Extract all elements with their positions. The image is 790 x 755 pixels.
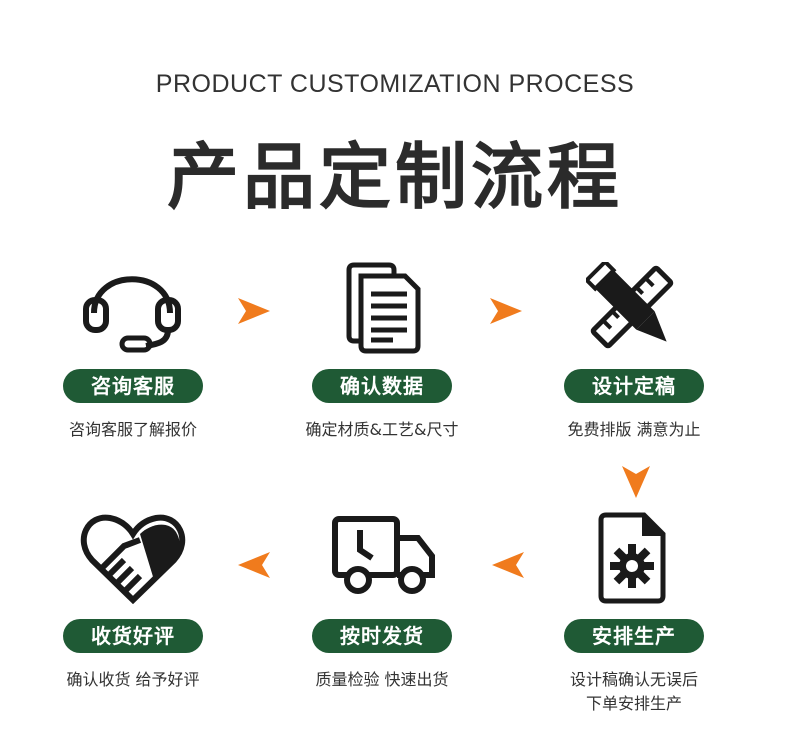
headset-icon <box>83 276 181 353</box>
page-subtitle: PRODUCT CUSTOMIZATION PROCESS <box>155 70 635 98</box>
step-3-desc: 免费排版 满意为止 <box>567 420 701 439</box>
step-5-desc: 质量检验 快速出货 <box>315 670 449 689</box>
step-5-label: 按时发货 <box>312 619 452 653</box>
step-4-desc: 设计稿确认无误后 <box>569 670 698 689</box>
handshake-heart-icon <box>80 514 186 604</box>
delivery-truck-icon <box>332 516 435 594</box>
step-4-label: 安排生产 <box>564 619 704 653</box>
arrow-right-icon <box>490 298 522 324</box>
arrow-left-icon <box>492 552 524 578</box>
step-2-label: 确认数据 <box>312 369 452 403</box>
step-6-label: 收货好评 <box>63 619 203 653</box>
arrow-right-icon <box>238 298 270 324</box>
pencil-ruler-icon <box>586 262 674 349</box>
documents-icon <box>346 262 421 354</box>
step-1-desc: 咨询客服了解报价 <box>68 420 197 439</box>
file-gear-icon <box>598 512 666 604</box>
arrow-left-icon <box>238 552 270 578</box>
step-1-label: 咨询客服 <box>63 369 203 403</box>
arrow-down-icon <box>622 466 650 498</box>
step-3-label: 设计定稿 <box>564 369 704 403</box>
page-title: 产品定制流程 <box>166 135 623 219</box>
step-4-desc-line2: 下单安排生产 <box>585 694 682 713</box>
step-2-desc: 确定材质&工艺&尺寸 <box>305 420 459 439</box>
step-6-desc: 确认收货 给予好评 <box>66 670 200 689</box>
